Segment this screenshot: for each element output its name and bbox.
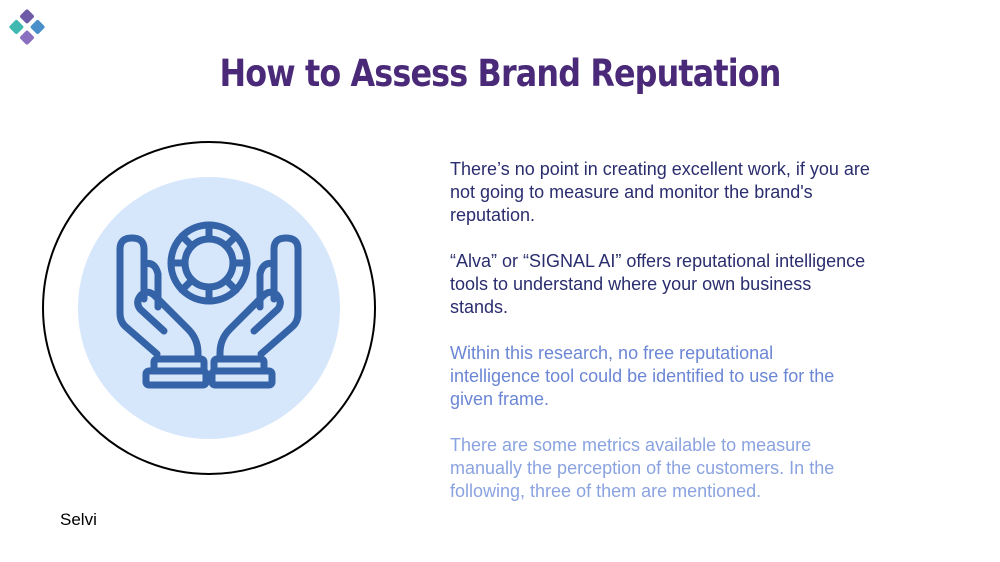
logo-tile-bottom-right: [20, 30, 34, 45]
footer-author: Selvi: [60, 510, 97, 529]
logo-tile-top-left: [20, 9, 34, 24]
body-text: There’s no point in creating excellent w…: [450, 158, 920, 526]
logo-icon: [9, 9, 45, 45]
paragraph-research: Within this research, no free reputation…: [450, 343, 835, 409]
paragraph-tools: “Alva” or “SIGNAL AI” offers reputationa…: [450, 251, 866, 317]
hands-holding-globe-illustration: [42, 141, 376, 475]
hands-holding-globe-icon: [116, 221, 302, 389]
paragraph-metrics: There are some metrics available to meas…: [450, 435, 835, 501]
logo-tile-bottom-left: [9, 20, 24, 34]
slide-title: How to Assess Brand Reputation: [219, 52, 781, 95]
logo-tile-top-right: [30, 20, 45, 34]
paragraph-intro: There’s no point in creating excellent w…: [450, 159, 870, 225]
